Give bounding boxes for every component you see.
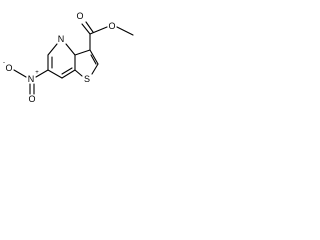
atom-label-ring-n: N xyxy=(58,34,65,44)
bond-ester-c-o xyxy=(89,26,108,35)
bond-s-c7a xyxy=(74,69,83,77)
bond-carbonyl-co-double xyxy=(85,21,94,33)
bond-n-c5 xyxy=(47,43,58,56)
atom-label-nitro-o: O xyxy=(28,94,35,103)
atom-label-nitro-n: N xyxy=(28,74,35,84)
bond-c3-c2 xyxy=(89,49,99,65)
nitro-n-charge: + xyxy=(35,70,39,76)
nitro-group xyxy=(13,69,49,95)
methyl-ester-group xyxy=(81,21,134,51)
bond-o-methyl xyxy=(116,26,134,36)
bond-c2-s xyxy=(91,63,99,75)
thiophene-ring xyxy=(74,49,99,77)
atom-label-carbonyl-o: O xyxy=(76,11,83,21)
bond-c6-nitro-n xyxy=(35,69,49,78)
pyridine-ring xyxy=(47,43,76,79)
bond-c6-c7 xyxy=(47,69,63,79)
atom-label-nitro-o-minus: O xyxy=(5,63,12,73)
bond-c7-c7a xyxy=(61,69,76,79)
bond-c3-c2-double xyxy=(90,54,97,65)
bond-c3a-c3 xyxy=(74,49,91,56)
atom-label-thiophene-s: S xyxy=(84,74,90,84)
bond-n-c7a xyxy=(65,43,76,56)
bond-c7-c7a-double xyxy=(61,67,73,75)
atom-label-ester-o: O xyxy=(108,21,115,31)
bond-carbonyl-co xyxy=(81,23,91,35)
nitro-o-charge: - xyxy=(3,60,5,66)
bond-nitro-n-o-minus xyxy=(13,69,27,78)
chemical-structure: N S O O N + O - O xyxy=(3,11,134,103)
